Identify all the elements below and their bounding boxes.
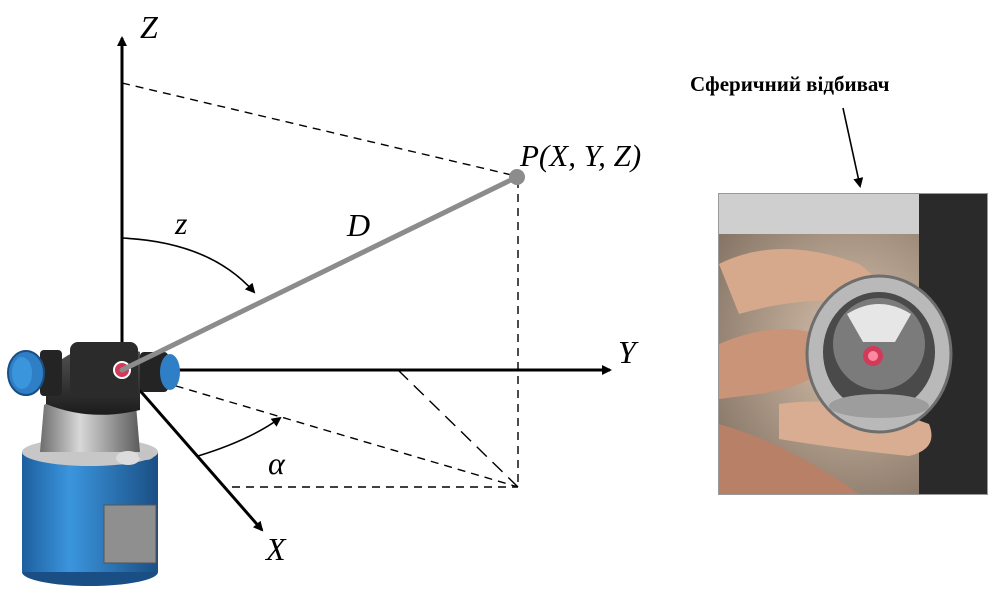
z-axis-label: Z <box>140 9 159 45</box>
point-label: P(X, Y, Z) <box>519 138 641 173</box>
y-axis-label: Y <box>618 334 639 370</box>
distance-line <box>119 174 520 373</box>
photo-caption: Сферичний відбивач <box>690 72 890 96</box>
projection-lines <box>121 82 519 488</box>
coordinate-axes <box>117 36 612 532</box>
x-axis-line <box>120 369 264 532</box>
laser-scanner-icon <box>7 342 180 586</box>
horizontal-projection-line <box>121 369 519 488</box>
caption-pointer-arrow <box>842 107 864 188</box>
distance-label: D <box>346 207 370 243</box>
zenith-angle-arc <box>121 237 256 294</box>
y-parallel-line <box>397 369 519 488</box>
x-axis-label: X <box>264 531 287 567</box>
zenith-angle-label: z <box>174 205 188 241</box>
azimuth-angle-arc <box>197 416 282 457</box>
reflector-photo <box>718 193 988 495</box>
azimuth-angle-label: α <box>268 445 286 481</box>
point-marker <box>509 169 525 185</box>
z-projection-line <box>121 82 517 177</box>
angle-arcs <box>121 237 282 457</box>
